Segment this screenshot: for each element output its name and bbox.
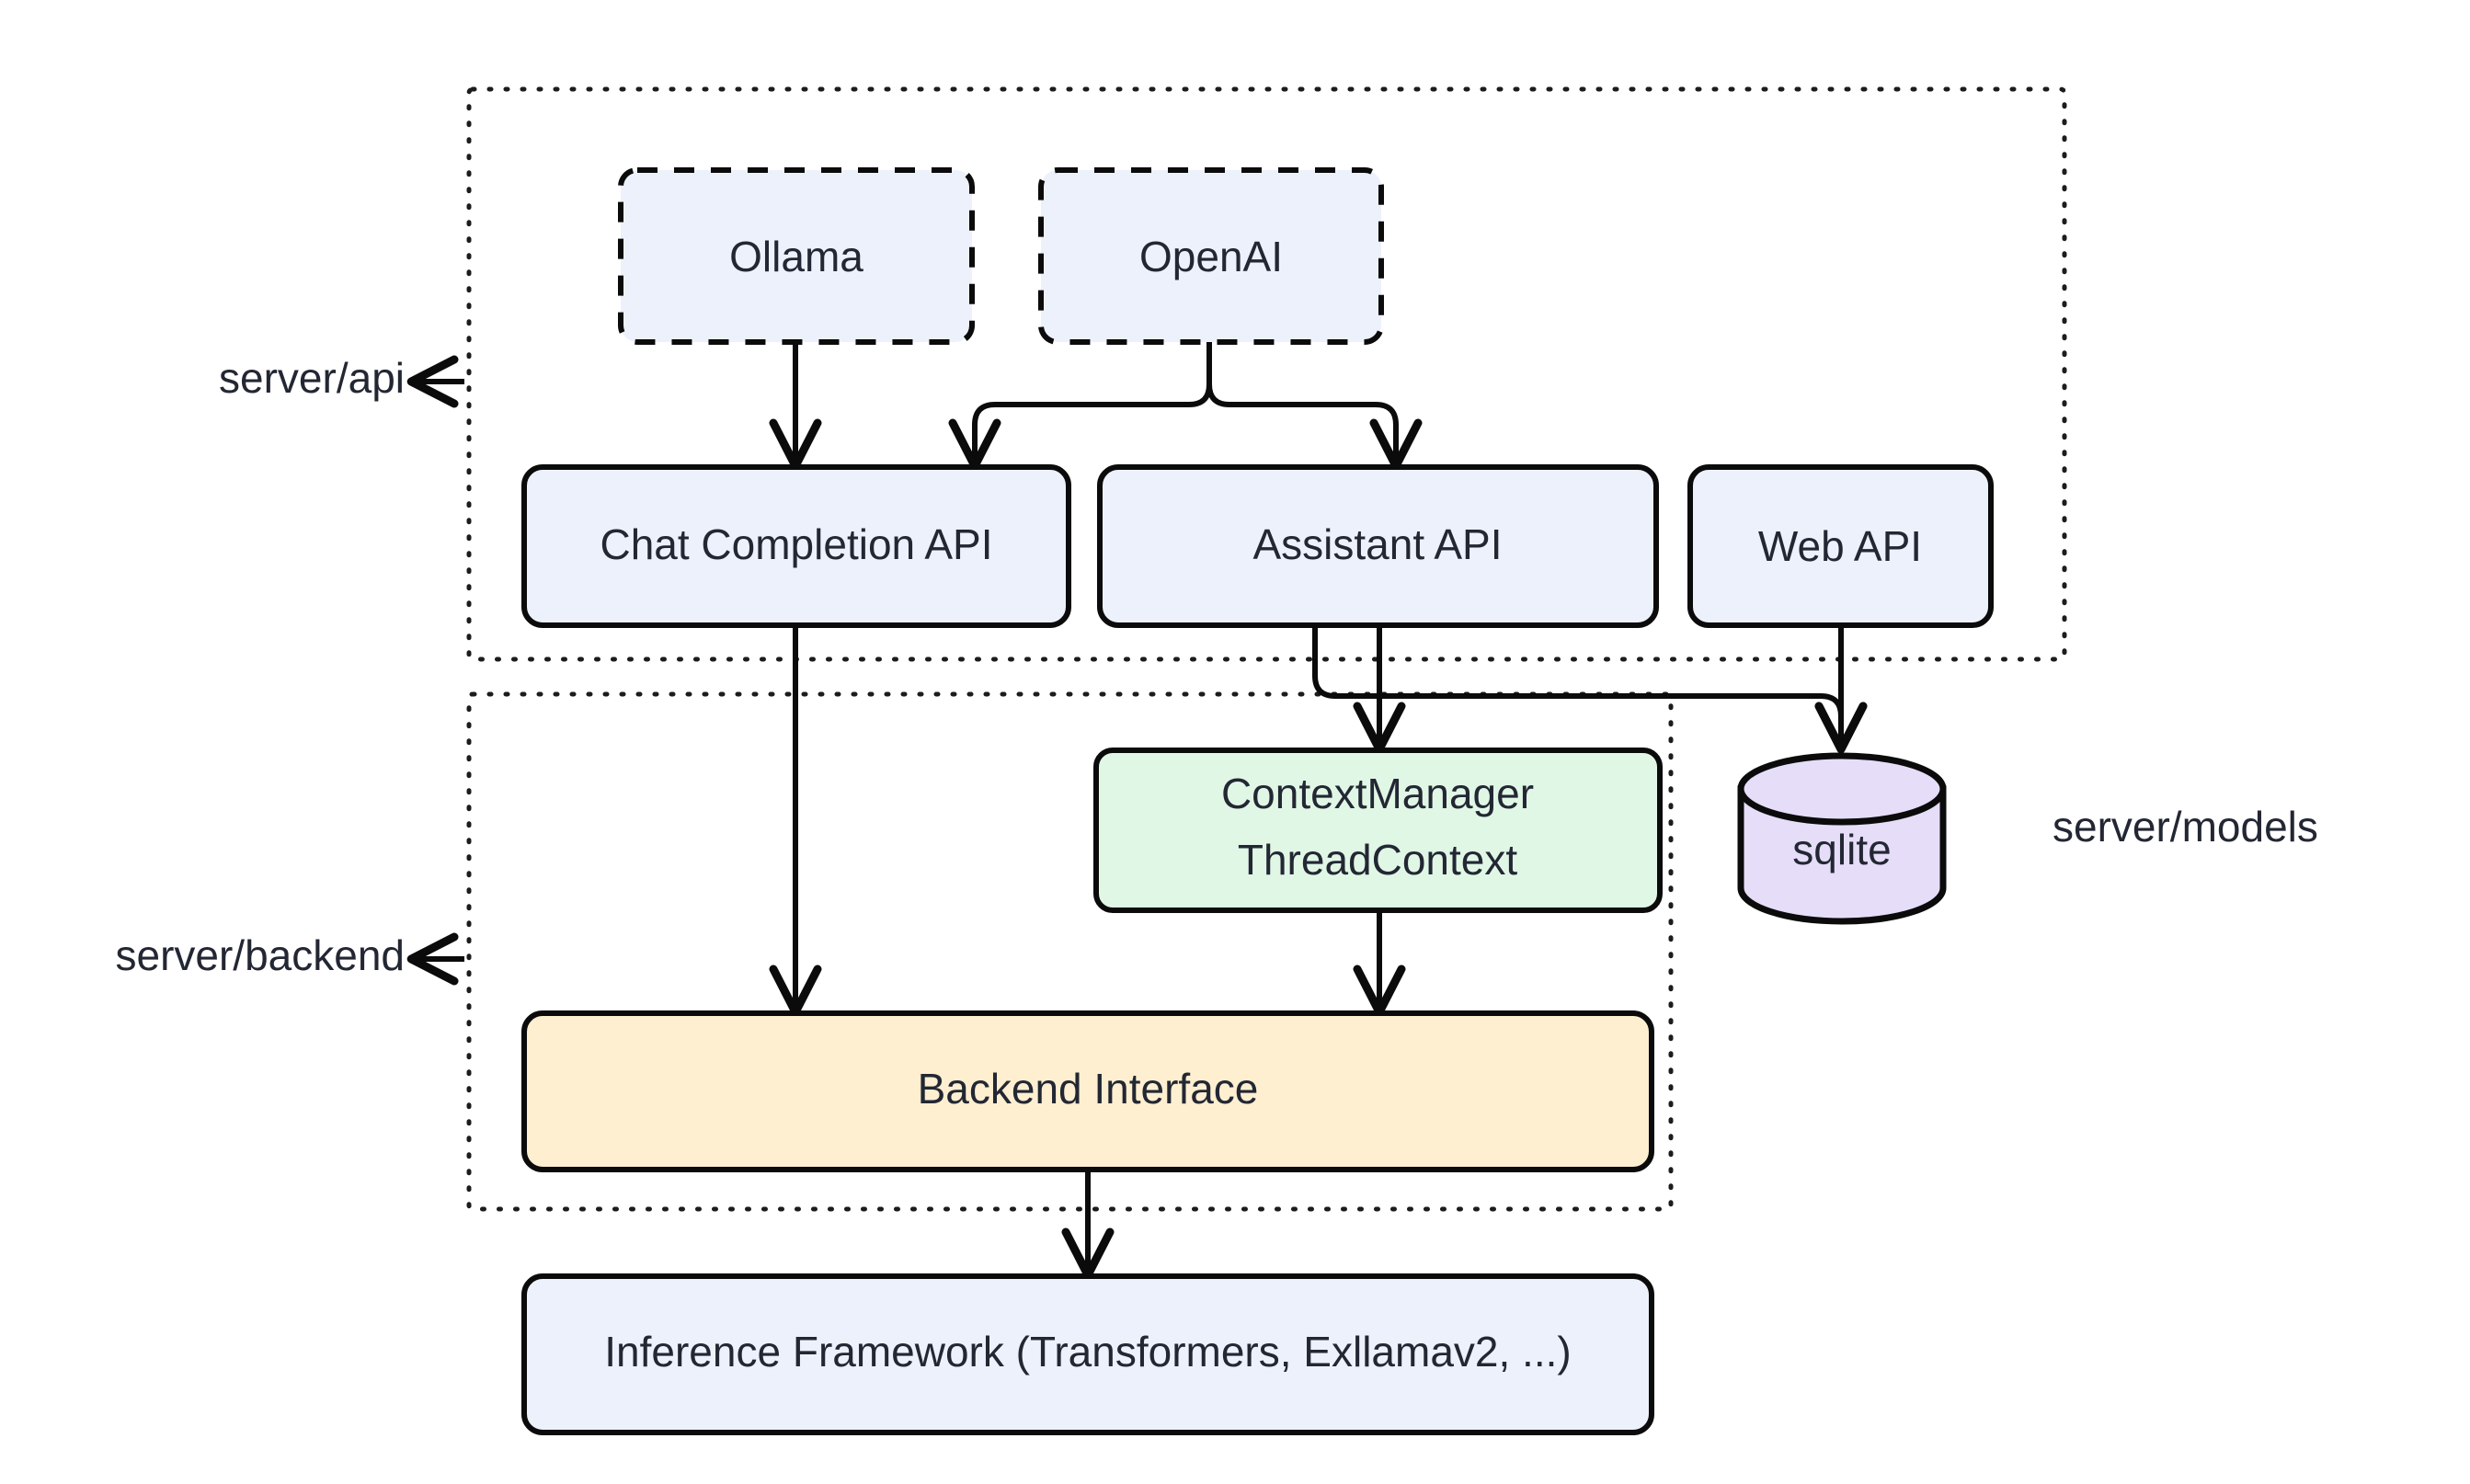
node-backend-interface-label: Backend Interface	[918, 1065, 1259, 1113]
node-chat-completion-api-box	[521, 464, 1071, 628]
group-label-models: server/models	[2053, 803, 2318, 850]
node-inference-framework-label: Inference Framework (Transformers, Exlla…	[604, 1328, 1571, 1376]
node-chat-completion-api-label: Chat Completion API	[600, 520, 992, 568]
node-sqlite-cylinder-top	[1737, 752, 1947, 826]
node-web-api-box	[1687, 464, 1994, 628]
node-context-manager-label-line1: ContextManager	[1221, 770, 1534, 817]
group-label-backend: server/backend	[116, 931, 464, 986]
node-openai[interactable]: OpenAI	[1038, 167, 1384, 345]
group-label-models-text: server/models	[2053, 803, 2318, 850]
group-container-api	[466, 86, 2067, 662]
group-label-backend-text: server/backend	[116, 931, 406, 979]
node-context-manager-label-line2: ThreadContext	[1238, 836, 1517, 884]
node-context-manager-box	[1093, 748, 1663, 913]
node-openai-box	[1038, 167, 1384, 345]
group-label-api: server/api	[219, 354, 464, 408]
edge-openai-fork-left	[948, 342, 1212, 471]
node-sqlite[interactable]: sqlite	[1737, 752, 1947, 925]
node-ollama[interactable]: Ollama	[618, 167, 975, 345]
node-chat-completion-api[interactable]: Chat Completion API	[521, 464, 1071, 628]
node-backend-interface[interactable]: Backend Interface	[521, 1010, 1654, 1172]
node-ollama-box	[618, 167, 975, 345]
node-inference-framework-box	[521, 1273, 1654, 1435]
node-openai-label: OpenAI	[1139, 233, 1283, 280]
group-label-api-text: server/api	[219, 354, 405, 402]
node-assistant-api-label: Assistant API	[1252, 520, 1502, 568]
group-container-backend	[466, 691, 1674, 1212]
node-inference-framework[interactable]: Inference Framework (Transformers, Exlla…	[521, 1273, 1654, 1435]
node-assistant-api[interactable]: Assistant API	[1097, 464, 1659, 628]
node-backend-interface-box	[521, 1010, 1654, 1172]
edge-openai-fork-right	[1206, 342, 1423, 471]
edge-assistant-api-to-sqlite	[1312, 625, 1868, 754]
node-sqlite-label: sqlite	[1792, 826, 1891, 873]
node-web-api[interactable]: Web API	[1687, 464, 1994, 628]
node-web-api-label: Web API	[1758, 522, 1922, 570]
node-context-manager[interactable]: ContextManager ThreadContext	[1093, 748, 1663, 913]
node-sqlite-cylinder-body	[1737, 785, 1947, 925]
node-ollama-label: Ollama	[729, 233, 863, 280]
node-assistant-api-box	[1097, 464, 1659, 628]
